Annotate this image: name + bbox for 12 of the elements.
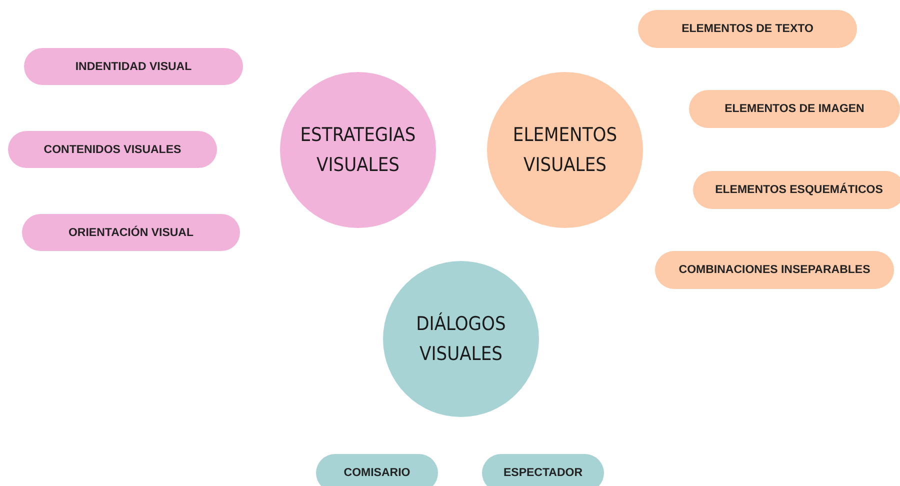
subtopic-pill: INDENTIDAD VISUAL [24, 48, 243, 85]
subtopic-pill: ESPECTADOR [482, 454, 604, 486]
subtopic-pill: CONTENIDOS VISUALES [8, 131, 217, 168]
subtopic-pill: ORIENTACIÓN VISUAL [22, 214, 240, 251]
subtopic-pill: ELEMENTOS DE IMAGEN [689, 90, 900, 128]
topic-title: ELEMENTOS VISUALES [512, 123, 618, 178]
subtopic-pill: COMBINACIONES INSEPARABLES [655, 251, 894, 289]
topic-title: DIÁLOGOS VISUALES [415, 311, 507, 367]
topic-title: ESTRATEGIAS VISUALES [299, 123, 417, 178]
subtopic-pill: COMISARIO [316, 454, 438, 486]
subtopic-pill: ELEMENTOS DE TEXTO [638, 10, 857, 48]
subtopic-pill: ELEMENTOS ESQUEMÁTICOS [693, 171, 900, 209]
